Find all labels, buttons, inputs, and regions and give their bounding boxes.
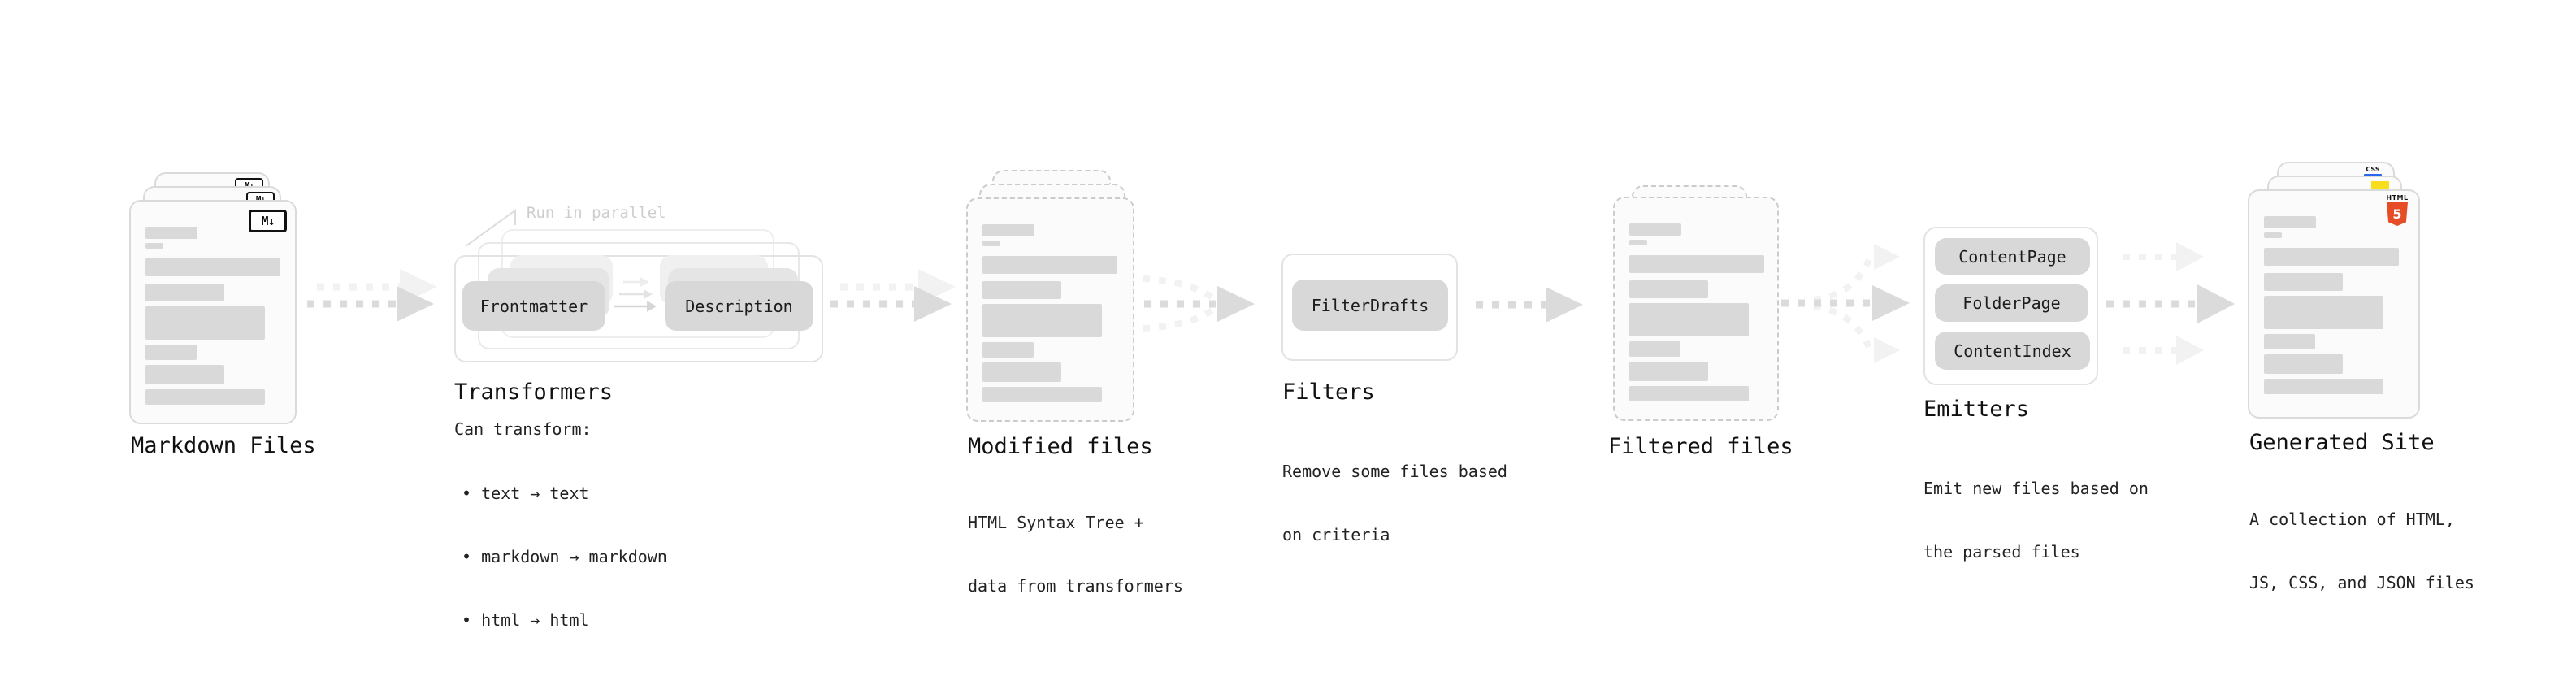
filters-desc-line1: Remove some files based [1282, 462, 1507, 481]
emitters-desc-line1: Emit new files based on [1923, 479, 2149, 498]
placeholder-line [145, 227, 197, 239]
placeholder-line [982, 256, 1117, 274]
placeholder-line [982, 241, 1000, 246]
placeholder-line [982, 304, 1102, 337]
placeholder-line [145, 345, 197, 360]
placeholder-line [145, 284, 224, 301]
placeholder-line [2264, 216, 2316, 228]
placeholder-line [1629, 341, 1680, 357]
arrow-markdown-to-transformers [307, 269, 437, 322]
stage-title-transformers: Transformers [454, 380, 614, 405]
stage-title-filtered-files: Filtered files [1608, 434, 1793, 459]
arrow-transformers-to-modified [830, 269, 956, 322]
generated-desc-line2: JS, CSS, and JSON files [2249, 573, 2474, 592]
arrow-emitters-to-generated [2106, 242, 2235, 365]
placeholder-line [1629, 303, 1749, 336]
emitters-description: Emit new files based on the parsed files [1923, 436, 2149, 605]
node-contentpage: ContentPage [1935, 238, 2090, 275]
css-icon-label: CSS [2366, 166, 2380, 173]
placeholder-line [2264, 248, 2399, 266]
node-contentindex: ContentIndex [1935, 332, 2090, 370]
placeholder-line [145, 258, 280, 276]
stage-title-filters: Filters [1282, 380, 1375, 405]
stage-title-markdown-files: Markdown Files [131, 433, 316, 458]
emitters-box [1923, 227, 2098, 385]
transformers-bullets: • text → text • markdown → markdown • ht… [462, 440, 667, 673]
bullet-markdown-to-markdown: • markdown → markdown [462, 547, 667, 566]
bullet-html-to-html: • html → html [462, 610, 589, 630]
transformers-description: Can transform: [454, 419, 592, 439]
node-folderpage: FolderPage [1935, 284, 2088, 322]
placeholder-line [1629, 386, 1749, 401]
node-filterdrafts: FilterDrafts [1292, 280, 1448, 331]
placeholder-line [1629, 255, 1764, 273]
filtered-file-card [1613, 197, 1779, 421]
markdown-icon: M↓ [249, 210, 287, 232]
transformer-layer-front [454, 255, 823, 362]
placeholder-line [2264, 273, 2343, 291]
emitters-desc-line2: the parsed files [1923, 542, 2080, 562]
placeholder-line [2264, 379, 2383, 394]
placeholder-line [1629, 240, 1647, 245]
modified-desc-line1: HTML Syntax Tree + [968, 513, 1144, 532]
js-file-icon [2371, 181, 2389, 191]
placeholder-line [145, 389, 265, 405]
html5-number: 5 [2392, 206, 2402, 222]
placeholder-line [145, 243, 163, 249]
placeholder-line [982, 362, 1061, 382]
html5-icon: HTML 5 [2386, 194, 2409, 226]
stage-title-modified-files: Modified files [968, 434, 1153, 459]
bullet-text-to-text: • text → text [462, 484, 589, 503]
arrow-filters-to-filtered [1476, 287, 1583, 323]
arrow-filtered-to-emitters [1781, 244, 1910, 363]
html5-icon-label: HTML [2386, 194, 2409, 202]
stage-title-emitters: Emitters [1923, 397, 2030, 422]
annotation-leader-line [465, 209, 516, 247]
html5-shield: 5 [2387, 202, 2408, 226]
filters-box [1281, 254, 1458, 361]
parallel-run-arrows [614, 277, 657, 312]
placeholder-line [145, 306, 265, 340]
modified-files-description: HTML Syntax Tree + data from transformer… [968, 470, 1183, 639]
markdown-file-card: M↓ [129, 200, 297, 424]
placeholder-line [1629, 362, 1708, 381]
modified-file-card [966, 197, 1134, 422]
stage-title-generated-site: Generated Site [2249, 430, 2435, 455]
generated-desc-line1: A collection of HTML, [2249, 510, 2455, 529]
placeholder-line [2264, 232, 2282, 238]
filters-description: Remove some files based on criteria [1282, 419, 1507, 588]
placeholder-line [2264, 354, 2343, 374]
node-description: Description [665, 281, 813, 331]
filters-desc-line2: on criteria [1282, 525, 1390, 544]
generated-html-file-card: HTML 5 [2248, 189, 2420, 419]
placeholder-line [982, 281, 1061, 299]
generated-site-description: A collection of HTML, JS, CSS, and JSON … [2249, 466, 2474, 635]
placeholder-line [2264, 334, 2315, 349]
placeholder-line [145, 365, 224, 384]
placeholder-line [982, 224, 1034, 236]
placeholder-line [1629, 280, 1708, 298]
placeholder-line [1629, 223, 1681, 236]
modified-desc-line2: data from transformers [968, 576, 1183, 596]
node-frontmatter: Frontmatter [462, 281, 605, 331]
placeholder-line [982, 387, 1102, 402]
arrow-modified-to-filters [1142, 275, 1255, 332]
placeholder-line [2264, 296, 2383, 329]
placeholder-line [982, 342, 1034, 358]
run-in-parallel-label: Run in parallel [527, 204, 666, 222]
